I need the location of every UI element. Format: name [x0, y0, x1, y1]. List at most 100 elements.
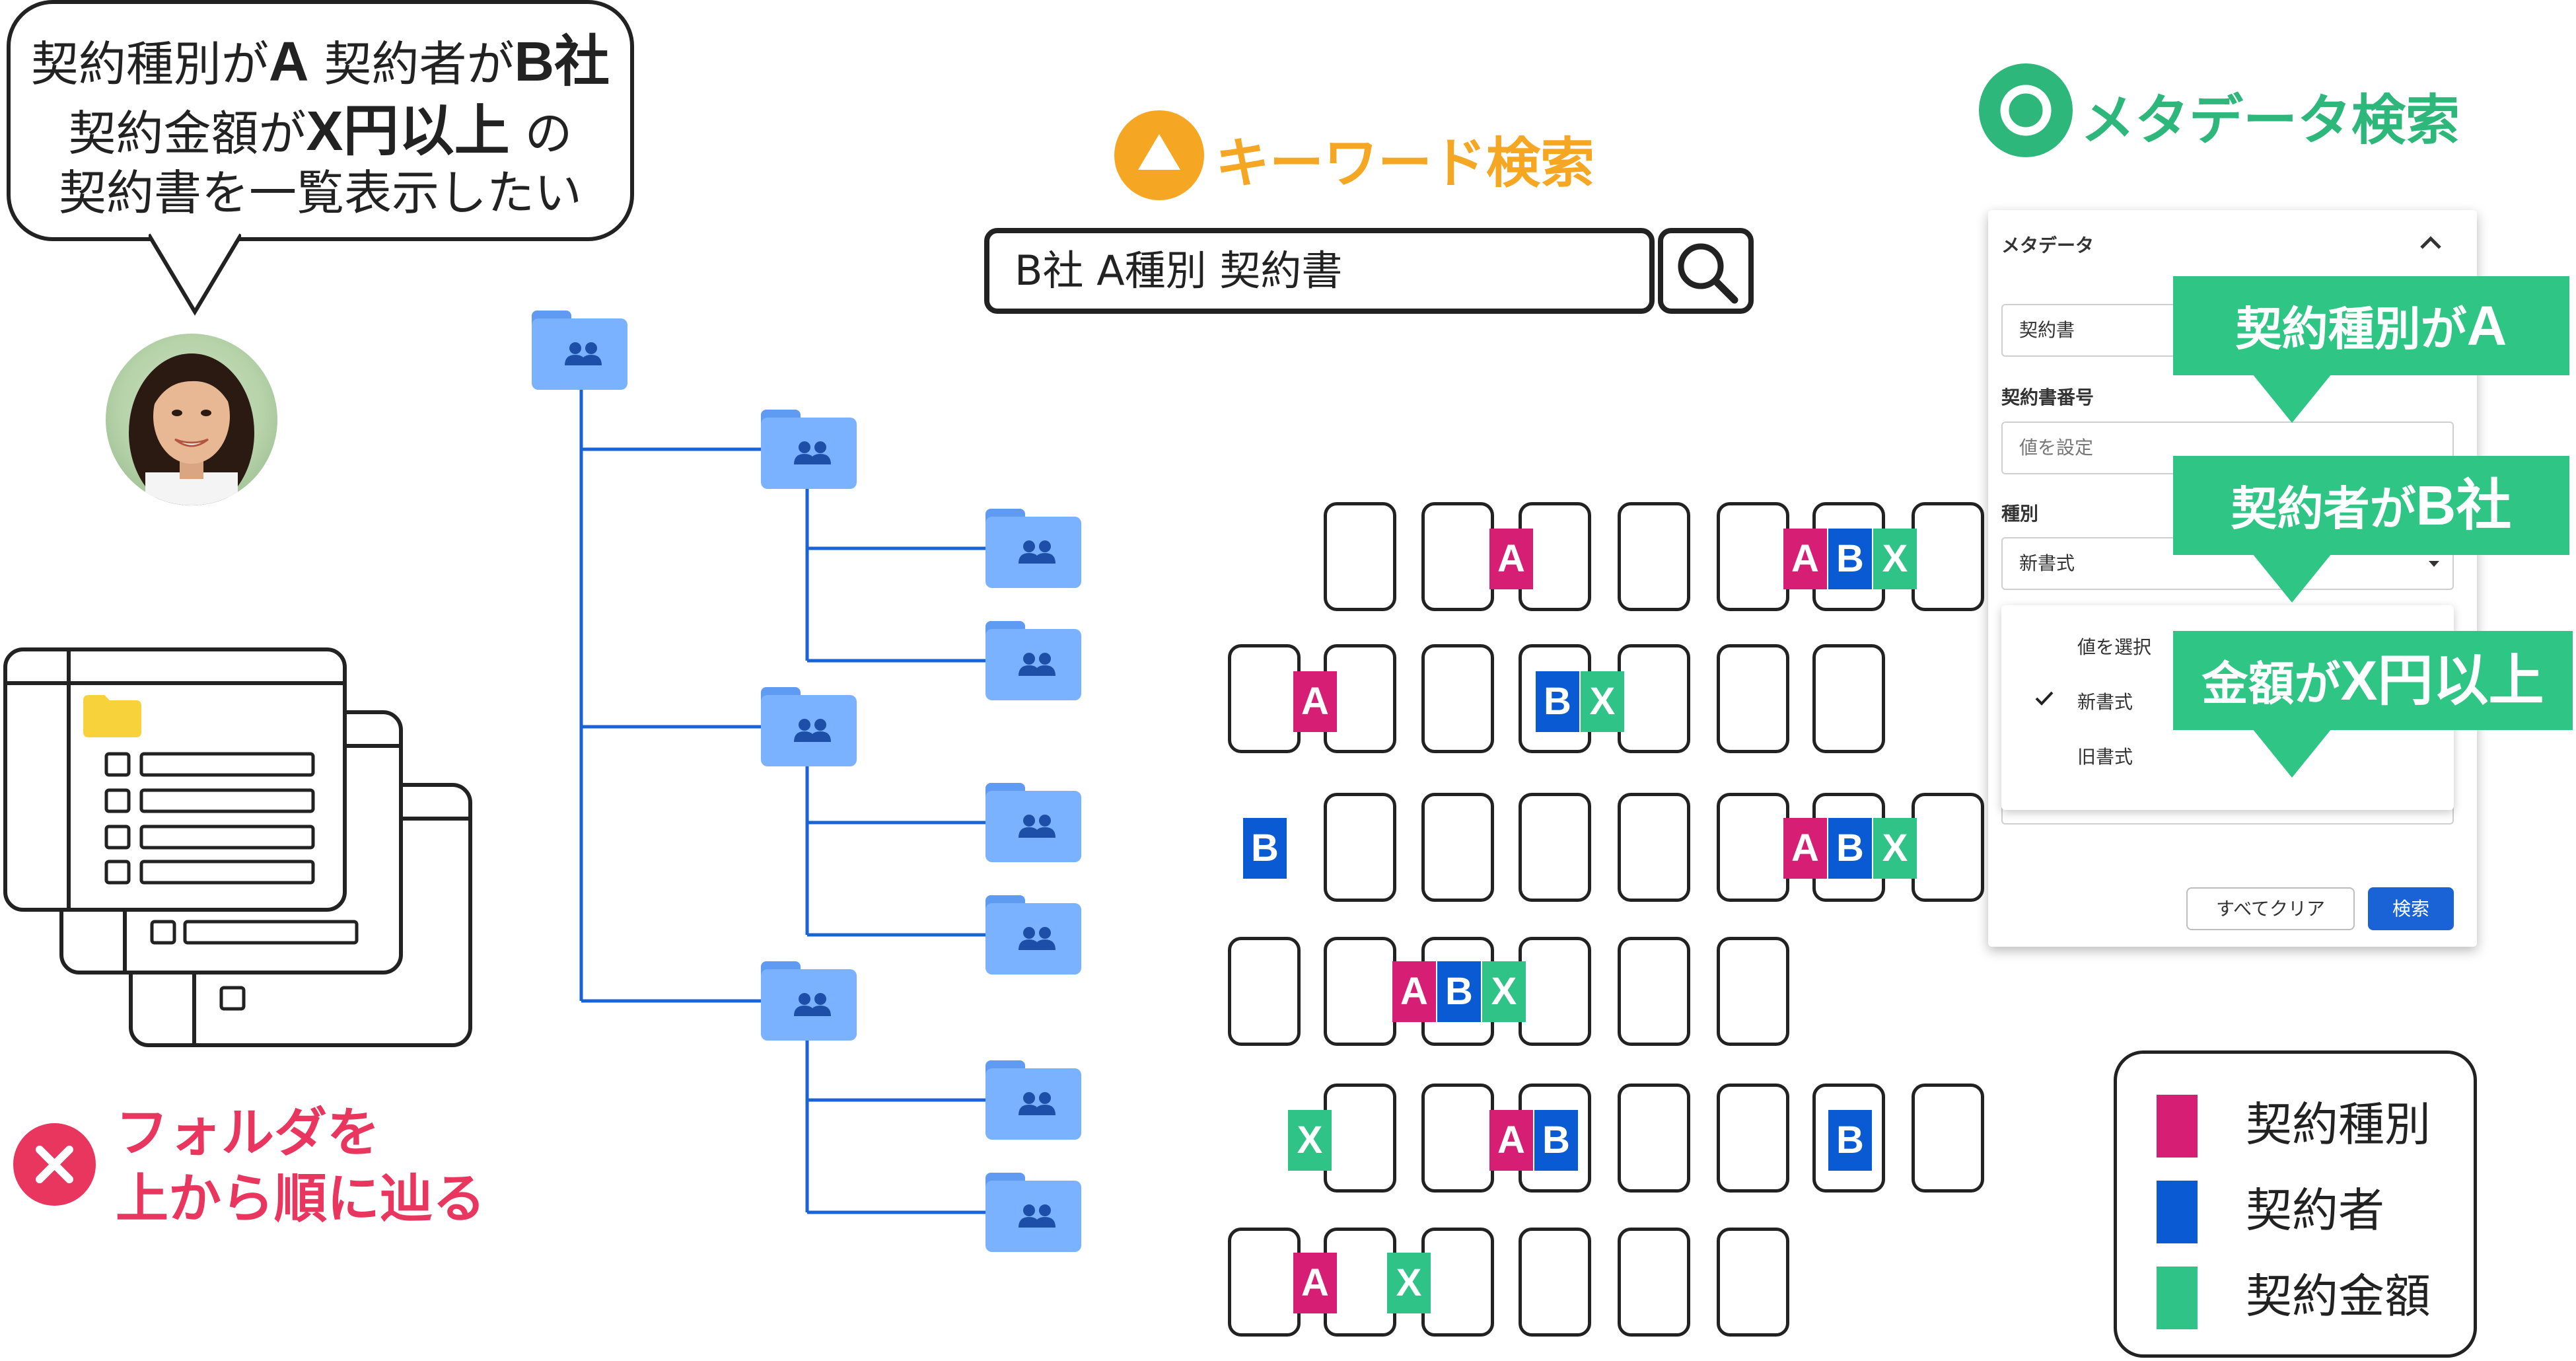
bubble-line-3: 契約書を一覧表示したい [58, 165, 582, 221]
callout-amount: 金額がX円以上 [2173, 631, 2573, 778]
bad-method-line-2: 上から順に辿る [116, 1168, 485, 1230]
legend-label-amount: 契約金額 [2246, 1269, 2431, 1323]
bad-method-line-1: フォルダを [116, 1102, 380, 1163]
document-card[interactable] [1324, 1084, 1396, 1193]
shared-folder-icon[interactable] [985, 621, 1081, 700]
shared-folder-icon[interactable] [985, 1173, 1081, 1252]
tag-a: A [1392, 961, 1436, 1022]
tag-a: A [1783, 818, 1827, 879]
dropdown-option[interactable]: 旧書式 [2077, 746, 2133, 768]
document-card[interactable] [1618, 1084, 1690, 1193]
close-icon [13, 1123, 96, 1206]
document-card[interactable] [1228, 937, 1301, 1046]
document-card[interactable] [1717, 502, 1789, 611]
metadata-panel-title: メタデータ [2001, 235, 2094, 256]
metadata-search-button[interactable]: 検索 [2368, 887, 2454, 930]
document-card[interactable] [1228, 644, 1301, 753]
legend-swatch-contract-type [2157, 1095, 2198, 1158]
document-card[interactable] [1421, 502, 1494, 611]
tag-a: A [1489, 1110, 1533, 1171]
document-card[interactable] [1618, 937, 1690, 1046]
metadata-search-heading: メタデータ検索 [2081, 89, 2460, 152]
shared-folder-icon[interactable] [985, 509, 1081, 588]
tag-x: X [1288, 1110, 1332, 1171]
shared-folder-icon[interactable] [985, 1060, 1081, 1140]
tag-a: A [1783, 529, 1827, 589]
kind-label: 種別 [2001, 503, 2039, 525]
document-card[interactable] [1228, 1228, 1301, 1337]
document-card[interactable] [1618, 502, 1690, 611]
tag-x: X [1873, 529, 1917, 589]
document-card[interactable] [1812, 644, 1885, 753]
document-card[interactable] [1912, 1084, 1984, 1193]
tag-a: A [1489, 529, 1533, 589]
document-card[interactable] [1717, 1228, 1789, 1337]
document-card[interactable] [1519, 793, 1591, 902]
document-card[interactable] [1618, 793, 1690, 902]
document-card[interactable] [1717, 644, 1789, 753]
tag-b: B [1828, 529, 1872, 589]
legend-label-contractor: 契約者 [2246, 1183, 2384, 1237]
document-card[interactable] [1421, 1084, 1494, 1193]
shared-folder-icon[interactable] [985, 783, 1081, 862]
tag-b: B [1828, 1110, 1872, 1171]
tag-x: X [1482, 961, 1526, 1022]
folder-list-icon [83, 695, 315, 885]
document-card[interactable] [1324, 502, 1396, 611]
keyword-search-heading: キーワード検索 [1215, 132, 1595, 195]
tag-b: B [1534, 1110, 1578, 1171]
document-card[interactable] [1717, 1084, 1789, 1193]
triangle-icon [1114, 110, 1204, 200]
circle-icon [1979, 63, 2073, 157]
back-window-rows [150, 920, 359, 1011]
shared-folder-icon[interactable] [532, 311, 627, 390]
document-card[interactable] [1717, 937, 1789, 1046]
document-card[interactable] [1421, 1228, 1494, 1337]
search-input[interactable]: B社 A種別 契約書 [984, 228, 1655, 314]
document-card[interactable] [1324, 793, 1396, 902]
tag-x: X [1581, 671, 1624, 732]
document-card[interactable] [1618, 1228, 1690, 1337]
shared-folder-icon[interactable] [761, 410, 857, 489]
bubble-line-2: 契約金額がX円以上 の [68, 100, 573, 162]
legend-swatch-contractor [2157, 1181, 2198, 1243]
tag-a: A [1293, 1253, 1337, 1313]
contract-number-label: 契約書番号 [2001, 386, 2094, 408]
document-card[interactable] [1421, 793, 1494, 902]
document-card[interactable] [1324, 937, 1396, 1046]
document-card[interactable] [1717, 793, 1789, 902]
tag-b: B [1536, 671, 1579, 732]
document-card[interactable] [1812, 1084, 1885, 1193]
legend-label-contract-type: 契約種別 [2246, 1097, 2431, 1152]
shared-folder-icon[interactable] [761, 961, 857, 1041]
speech-bubble: 契約種別がA 契約者がB社 契約金額がX円以上 の 契約書を一覧表示したい [7, 0, 634, 241]
document-card[interactable] [1519, 1228, 1591, 1337]
tag-x: X [1387, 1253, 1431, 1313]
callout-contractor: 契約者がB社 [2173, 456, 2569, 603]
legend: 契約種別 契約者 契約金額 [2114, 1050, 2477, 1358]
dropdown-option[interactable]: 新書式 [2077, 691, 2133, 713]
bubble-line-1: 契約種別がA 契約者がB社 [30, 30, 610, 92]
clear-all-button[interactable]: すべてクリア [2186, 887, 2355, 930]
shared-folder-icon[interactable] [761, 687, 857, 766]
document-card[interactable] [1912, 793, 1984, 902]
search-button[interactable] [1658, 228, 1754, 314]
tag-b: B [1828, 818, 1872, 879]
tag-x: X [1873, 818, 1917, 879]
chevron-up-icon[interactable] [2417, 233, 2444, 253]
tag-b: B [1243, 818, 1287, 879]
tag-a: A [1293, 671, 1337, 732]
document-card[interactable] [1421, 644, 1494, 753]
document-card[interactable] [1618, 644, 1690, 753]
document-card[interactable] [1519, 937, 1591, 1046]
shared-folder-icon[interactable] [985, 895, 1081, 975]
legend-swatch-amount [2157, 1267, 2198, 1329]
callout-contract-type: 契約種別がA [2173, 276, 2569, 423]
caret-down-icon [2429, 561, 2439, 567]
contract-number-field[interactable]: 値を設定 [2001, 422, 2454, 474]
document-card[interactable] [1912, 502, 1984, 611]
dropdown-option[interactable]: 値を選択 [2077, 636, 2152, 658]
tag-b: B [1437, 961, 1481, 1022]
search-icon [1678, 243, 1738, 304]
